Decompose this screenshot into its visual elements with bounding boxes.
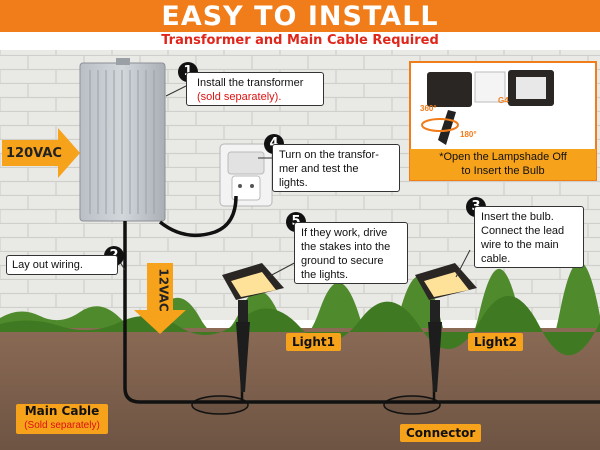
- light1-label: Light1: [286, 333, 341, 351]
- step-2-text: Lay out wiring.: [12, 259, 83, 271]
- step-2-callout: Lay out wiring.: [6, 255, 118, 275]
- step-3-text: wire to the main: [481, 239, 559, 251]
- step-4-text: Turn on the transfor-: [279, 149, 379, 161]
- step-3-text: cable.: [481, 253, 511, 265]
- main-cable-note: (Sold separately): [24, 420, 100, 431]
- light1-fixture: [222, 263, 284, 392]
- inset-caption: *Open the Lampshade Off to Insert the Bu…: [411, 150, 595, 178]
- inset-panel: [409, 61, 597, 181]
- step-4-callout: Turn on the transfor- mer and test the l…: [272, 144, 400, 192]
- light2-fixture: [415, 263, 477, 392]
- main-cable-label: Main Cable (Sold separately): [16, 404, 108, 434]
- step-4-text: mer and test the: [279, 163, 359, 175]
- inset-caption-line: to Insert the Bulb: [461, 165, 545, 177]
- step-3-text: Connect the lead: [481, 225, 565, 237]
- inset-bulb-label: G4: [498, 96, 509, 105]
- step-3-callout: Insert the bulb. Connect the lead wire t…: [474, 206, 584, 268]
- step-5-text: If they work, drive: [301, 227, 388, 239]
- light2-label: Light2: [468, 333, 523, 351]
- step-1-callout: Install the transformer (sold separately…: [186, 72, 324, 106]
- step-1-note: (sold separately).: [197, 91, 282, 103]
- output-arrow: [134, 263, 186, 334]
- output-voltage-label: 12VAC: [156, 268, 171, 312]
- wall-outlet: [219, 143, 273, 207]
- step-5-text: the stakes into the: [301, 241, 391, 253]
- page-title: EASY TO INSTALL: [161, 1, 439, 32]
- transformer: [79, 58, 166, 222]
- inset-angle-b: 180°: [460, 130, 477, 139]
- header: EASY TO INSTALL Transformer and Main Cab…: [0, 0, 600, 50]
- cables: [123, 195, 600, 415]
- step-1-text: Install the transformer: [197, 77, 304, 89]
- step-5-callout: If they work, drive the stakes into the …: [294, 222, 408, 284]
- connector-label: Connector: [400, 424, 482, 442]
- input-arrow: [2, 128, 80, 178]
- step-4-text: lights.: [279, 177, 308, 189]
- header-band: [0, 0, 600, 32]
- step-5-text: ground to secure: [301, 255, 384, 267]
- input-voltage-label: 120VAC: [6, 146, 62, 161]
- step-3-text: Insert the bulb.: [481, 211, 554, 223]
- page-subtitle: Transformer and Main Cable Required: [161, 33, 439, 48]
- inset-caption-line: *Open the Lampshade Off: [439, 151, 567, 163]
- inset-angle-a: 360°: [420, 104, 437, 113]
- step-5-text: the lights.: [301, 269, 349, 281]
- main-cable-title: Main Cable: [24, 404, 100, 418]
